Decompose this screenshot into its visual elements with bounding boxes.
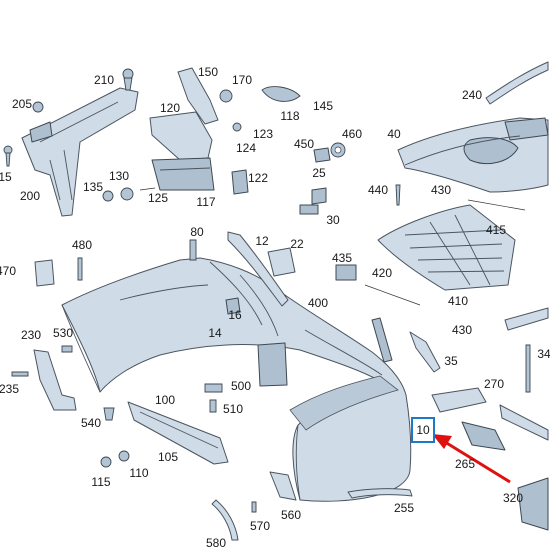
part-label-235[interactable]: 235 (0, 382, 20, 396)
part-label-16[interactable]: 16 (228, 308, 242, 322)
part-label-320[interactable]: 320 (502, 491, 524, 505)
part-label-135[interactable]: 135 (82, 180, 104, 194)
part-label-12[interactable]: 12 (255, 234, 269, 248)
part-label-117[interactable]: 117 (196, 195, 216, 209)
part-label-100[interactable]: 100 (154, 393, 176, 407)
bumper-cover-part (61, 257, 412, 502)
part-label-15[interactable]: 15 (0, 170, 12, 184)
part-label-205[interactable]: 205 (11, 97, 33, 111)
part-label-200[interactable]: 200 (19, 189, 41, 203)
part-label-120[interactable]: 120 (159, 101, 181, 115)
part-label-470[interactable]: 470 (0, 264, 17, 278)
part-label-22[interactable]: 22 (290, 237, 304, 251)
part-label-40[interactable]: 40 (387, 127, 401, 141)
part-label-265[interactable]: 265 (454, 457, 476, 471)
part-label-580[interactable]: 580 (205, 536, 227, 550)
part-label-420[interactable]: 420 (371, 266, 393, 280)
red-arrow (432, 434, 511, 484)
part-label-430-top[interactable]: 430 (430, 183, 452, 197)
part-label-540[interactable]: 540 (80, 416, 102, 430)
part-label-435[interactable]: 435 (331, 251, 353, 265)
part-label-240[interactable]: 240 (461, 88, 483, 102)
part-label-35[interactable]: 35 (444, 354, 458, 368)
part-label-118[interactable]: 118 (280, 109, 300, 123)
part-label-170[interactable]: 170 (231, 73, 253, 87)
part-label-145[interactable]: 145 (312, 99, 334, 113)
diffuser-part (397, 117, 549, 193)
highlighted-label-box[interactable] (411, 417, 435, 443)
part-label-400[interactable]: 400 (307, 296, 329, 310)
part-label-210[interactable]: 210 (93, 73, 115, 87)
part-label-430-lower[interactable]: 430 (451, 323, 473, 337)
part-label-30[interactable]: 30 (326, 213, 340, 227)
part-label-255[interactable]: 255 (393, 501, 415, 515)
part-label-150[interactable]: 150 (197, 65, 219, 79)
part-label-510[interactable]: 510 (222, 402, 244, 416)
part-label-105[interactable]: 105 (157, 450, 179, 464)
part-label-125[interactable]: 125 (147, 191, 169, 205)
part-label-480[interactable]: 480 (71, 238, 93, 252)
part-label-122[interactable]: 122 (247, 171, 269, 185)
part-label-415[interactable]: 415 (485, 223, 507, 237)
part-label-230[interactable]: 230 (20, 328, 42, 342)
part-label-124[interactable]: 124 (235, 141, 257, 155)
part-label-440[interactable]: 440 (367, 183, 389, 197)
part-label-14[interactable]: 14 (208, 326, 222, 340)
part-label-115[interactable]: 115 (91, 475, 111, 489)
rear-panel-part (21, 87, 139, 217)
part-label-450[interactable]: 450 (293, 137, 315, 151)
part-label-460[interactable]: 460 (341, 127, 363, 141)
grid-insert-part (377, 204, 516, 291)
part-label-500[interactable]: 500 (230, 379, 252, 393)
part-label-530[interactable]: 530 (52, 326, 74, 340)
part-label-410[interactable]: 410 (447, 294, 469, 308)
part-label-570[interactable]: 570 (249, 519, 271, 533)
part-label-130[interactable]: 130 (108, 169, 130, 183)
part-label-34[interactable]: 34 (537, 347, 550, 361)
part-label-80[interactable]: 80 (190, 225, 204, 239)
part-label-123[interactable]: 123 (252, 127, 274, 141)
part-label-110[interactable]: 110 (129, 466, 149, 480)
part-label-560[interactable]: 560 (280, 508, 302, 522)
part-label-270[interactable]: 270 (483, 377, 505, 391)
part-label-25[interactable]: 25 (312, 166, 326, 180)
part-label-10-highlighted[interactable]: 10 (416, 423, 430, 437)
